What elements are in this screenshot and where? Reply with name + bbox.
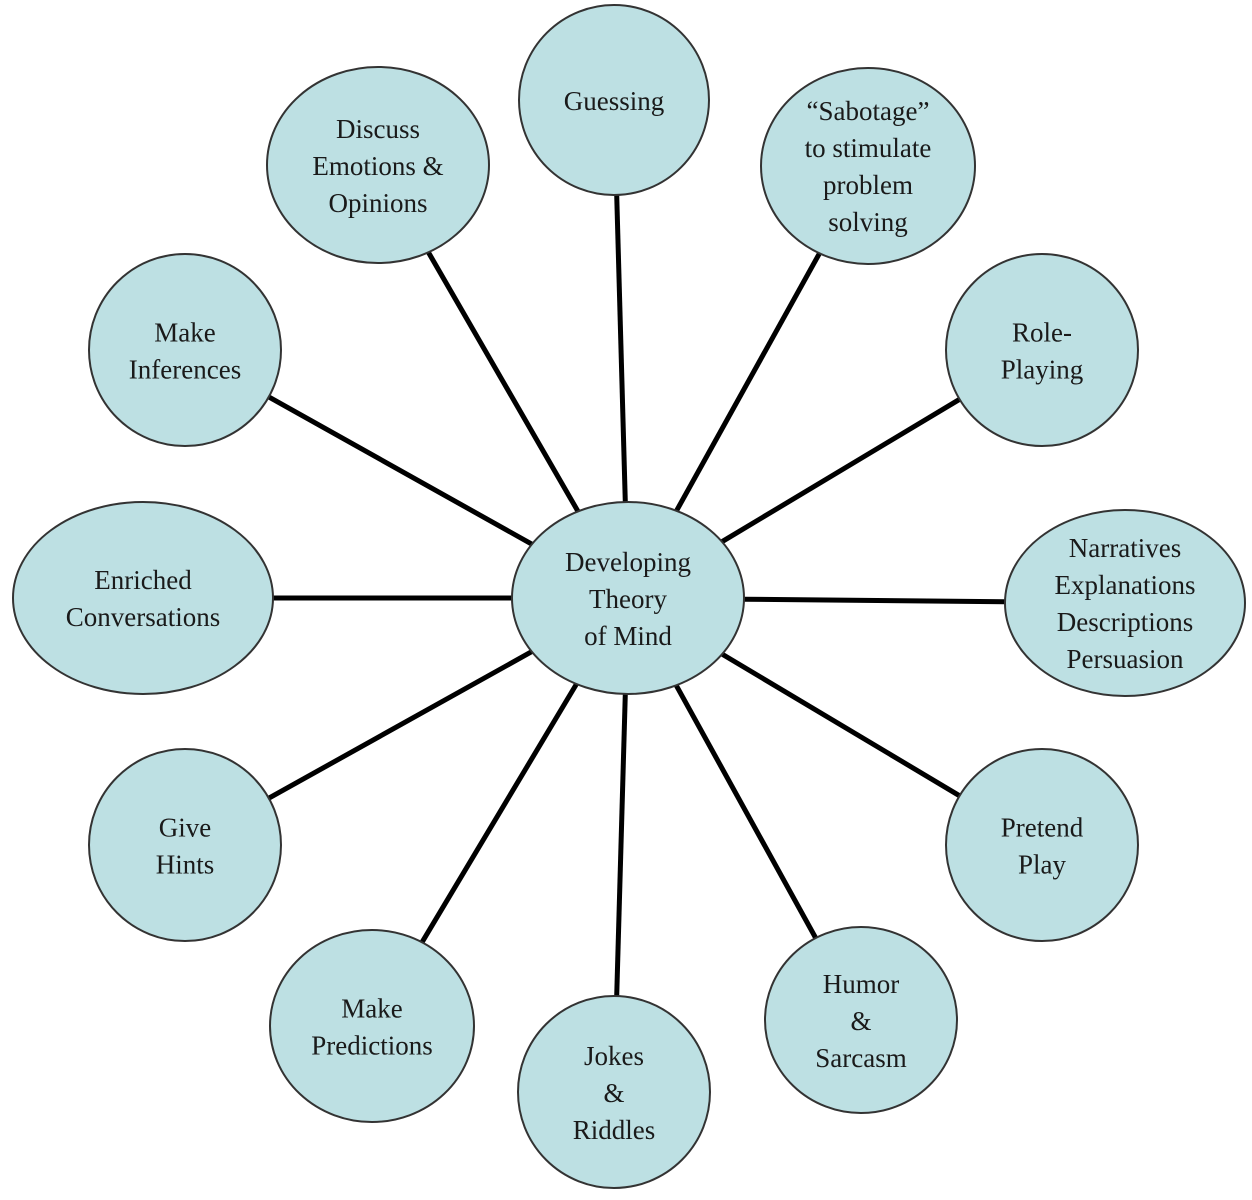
label-line: Give	[159, 812, 212, 842]
connectors	[267, 194, 1006, 997]
label-line: Explanations	[1055, 570, 1196, 600]
label-line: Guessing	[564, 86, 665, 116]
label-line: Enriched	[94, 565, 192, 595]
connector-role-playing	[720, 397, 961, 544]
label-line: Make	[341, 993, 402, 1023]
label-line: solving	[828, 207, 908, 237]
connector-humor-sarcasm	[674, 684, 818, 940]
connector-discuss-emotions	[426, 251, 581, 513]
label-line: “Sabotage”	[807, 96, 930, 126]
label-line: Developing	[565, 547, 691, 577]
label-line: Role-	[1012, 317, 1072, 347]
label-line: Descriptions	[1057, 607, 1193, 637]
connector-give-hints	[267, 649, 534, 801]
label-line: Play	[1018, 849, 1067, 879]
node-shape-sabotage	[760, 67, 976, 265]
node-label-role-playing: Role- Playing	[1001, 317, 1084, 384]
node-shape-narratives	[1004, 509, 1246, 697]
connector-guessing	[614, 194, 628, 503]
label-line: Emotions &	[312, 151, 443, 181]
label-line: Humor	[823, 969, 900, 999]
node-shape-enriched-conversations	[12, 501, 274, 695]
label-line: Playing	[1001, 354, 1084, 384]
node-label-jokes-riddles: Jokes & Riddles	[573, 1041, 656, 1145]
connector-make-inferences	[267, 394, 534, 547]
label-line: Pretend	[1001, 812, 1084, 842]
node-role-playing: Role- Playing	[945, 253, 1139, 447]
label-line: Predictions	[311, 1030, 433, 1060]
node-shape-role-playing	[945, 253, 1139, 447]
center-node-shape	[511, 501, 745, 695]
label-line: Narratives	[1069, 533, 1181, 563]
node-shape-pretend-play	[945, 748, 1139, 942]
node-guessing: Guessing	[518, 4, 710, 196]
label-line: &	[603, 1078, 624, 1108]
connector-pretend-play	[720, 651, 961, 798]
label-line: to stimulate	[805, 133, 932, 163]
label-line: Conversations	[66, 602, 221, 632]
label-line: of Mind	[584, 621, 672, 651]
label-line: Opinions	[328, 188, 427, 218]
node-shape-discuss-emotions	[266, 66, 490, 264]
node-shape-jokes-riddles	[517, 995, 711, 1189]
label-line: Discuss	[336, 114, 420, 144]
connector-narratives	[743, 596, 1006, 605]
label-line: &	[850, 1006, 871, 1036]
node-humor-sarcasm: Humor & Sarcasm	[764, 926, 958, 1114]
label-line: problem	[823, 170, 913, 200]
label-line: Hints	[156, 849, 215, 879]
connector-jokes-riddles	[614, 693, 628, 997]
node-shape-humor-sarcasm	[764, 926, 958, 1114]
outer-nodes: Guessing “Sabotage” to stimulate problem sol…	[12, 4, 1246, 1189]
label-line: Theory	[589, 584, 667, 614]
label-line: Jokes	[584, 1041, 644, 1071]
node-label-guessing: Guessing	[564, 86, 665, 116]
node-jokes-riddles: Jokes & Riddles	[517, 995, 711, 1189]
label-line: Inferences	[129, 354, 241, 384]
connector-sabotage	[674, 252, 822, 513]
node-shape-guessing	[518, 4, 710, 196]
connector-make-predictions	[419, 682, 579, 944]
label-line: Sarcasm	[815, 1043, 906, 1073]
node-label-humor-sarcasm: Humor & Sarcasm	[815, 969, 906, 1073]
node-label-sabotage: “Sabotage” to stimulate problem solving	[805, 96, 932, 237]
node-shape-make-inferences	[88, 253, 282, 447]
label-line: Persuasion	[1067, 644, 1184, 674]
label-line: Riddles	[573, 1115, 656, 1145]
node-shape-make-predictions	[269, 929, 475, 1123]
node-shape-give-hints	[88, 748, 282, 942]
node-sabotage: “Sabotage” to stimulate problem solving	[760, 67, 976, 265]
label-line: Make	[154, 317, 215, 347]
